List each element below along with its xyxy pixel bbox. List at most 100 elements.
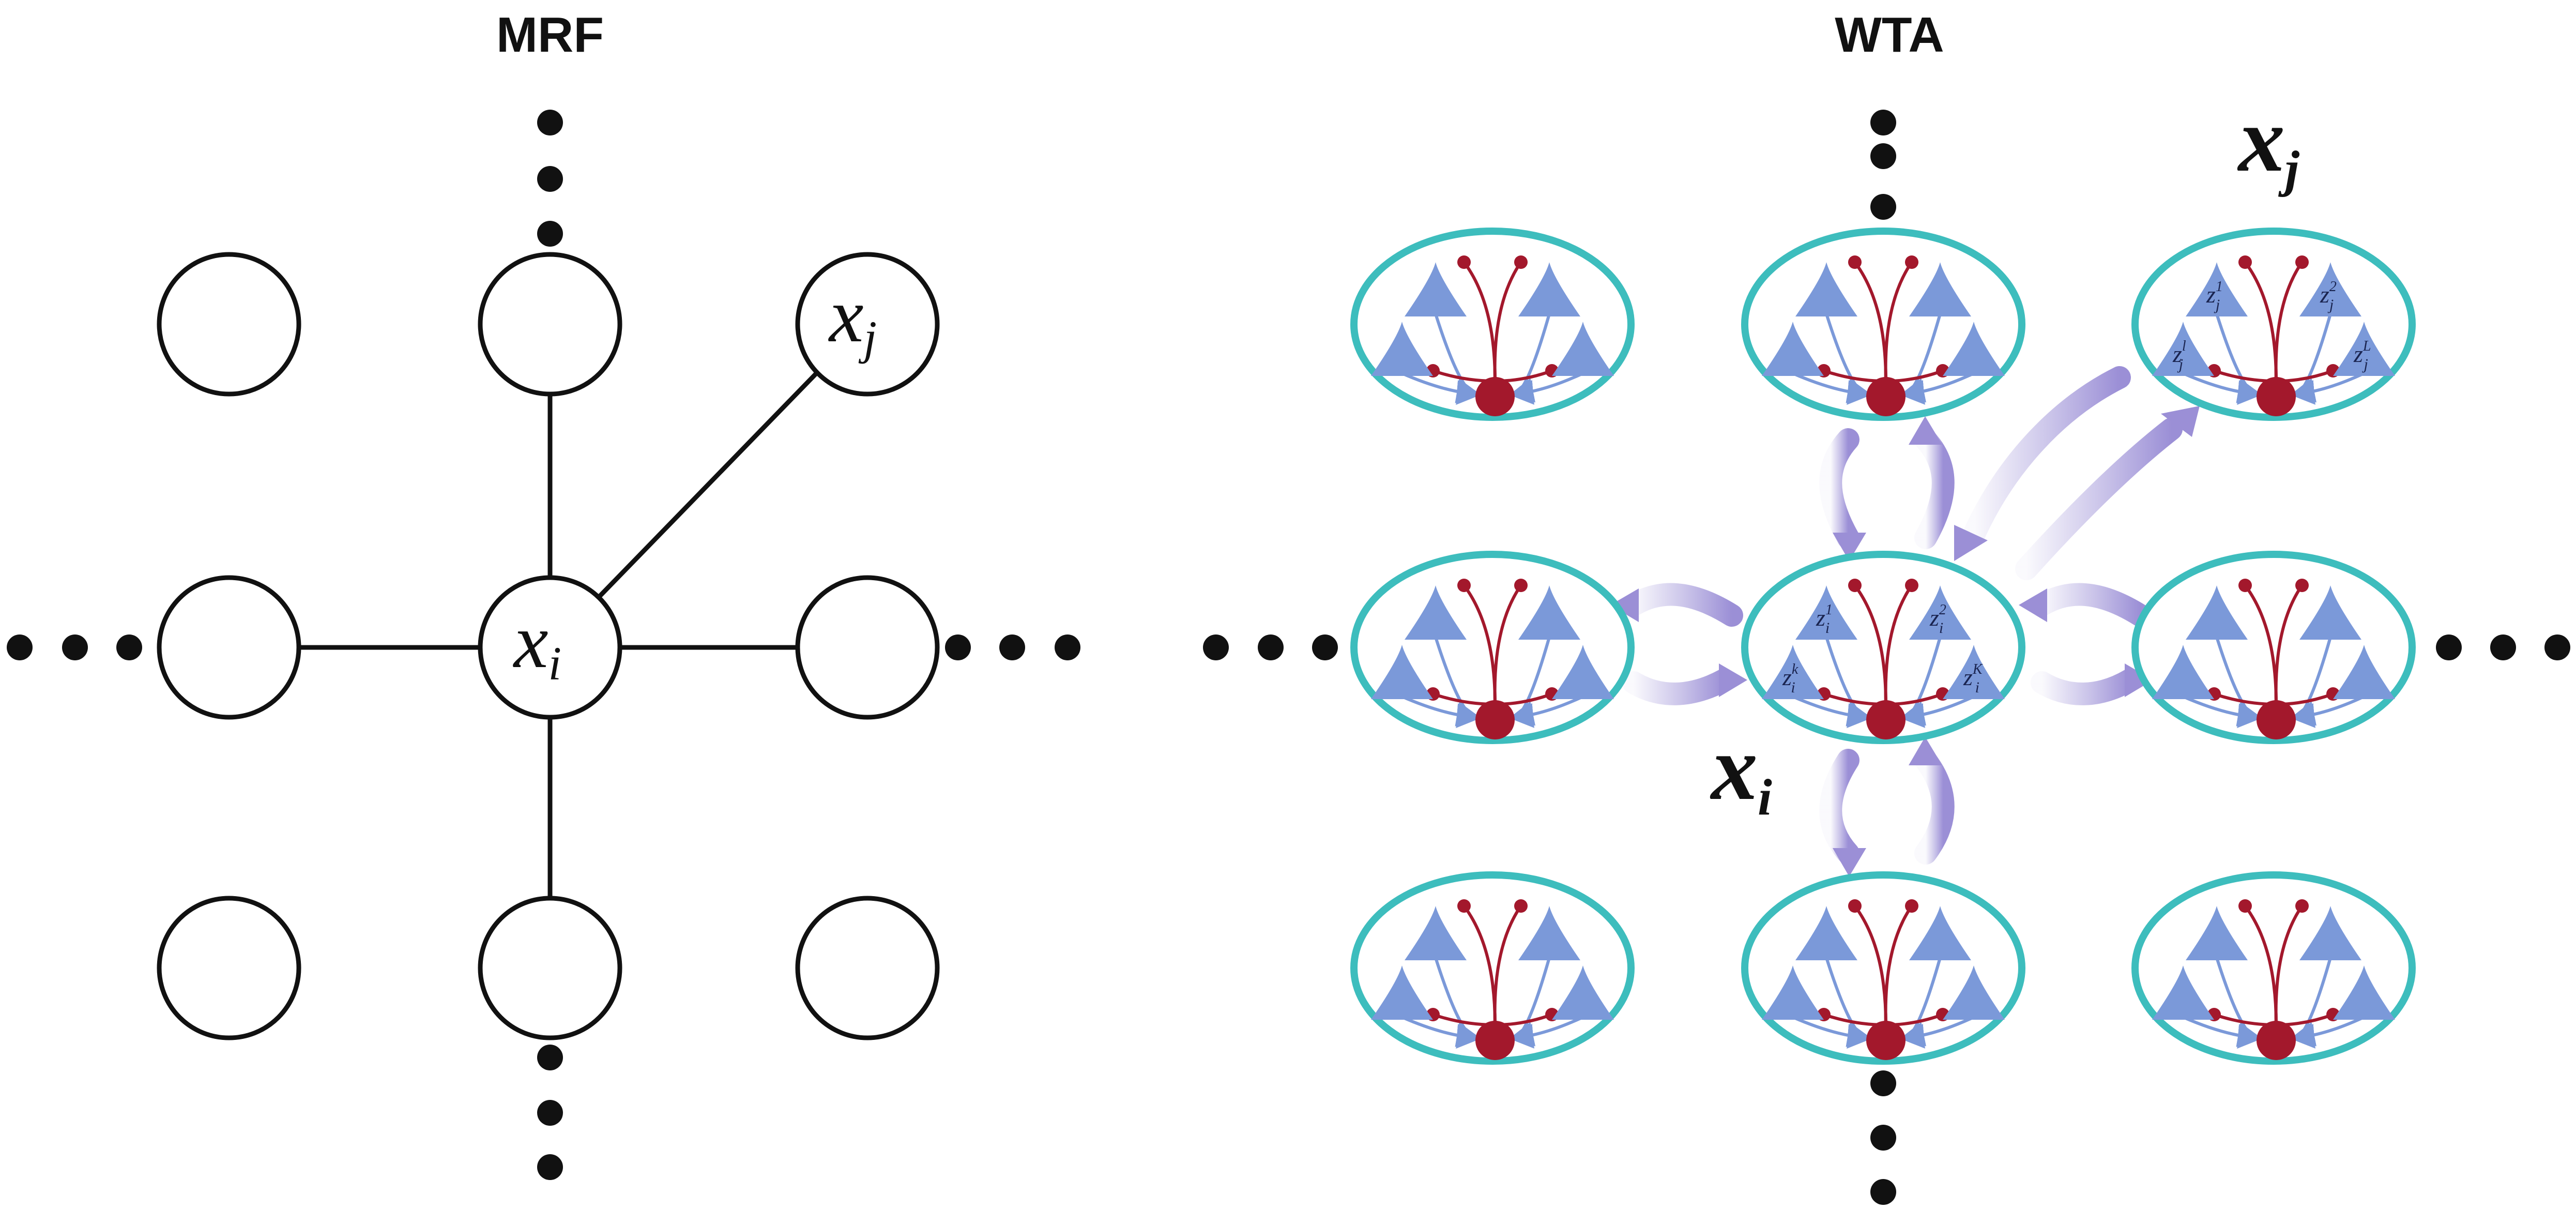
inhibitory-synapse <box>2274 905 2304 1025</box>
mrf-node-bottom <box>478 896 622 1040</box>
wta-circuit-r2-c1 <box>1350 551 1635 744</box>
wta-coupling-arrows <box>1610 366 2200 877</box>
mrf-label-xj: xj <box>828 273 877 364</box>
mrf-node-bottom-left <box>157 896 301 1040</box>
inhibitory-synapse-terminal <box>1848 255 1862 269</box>
excitatory-synapse <box>1401 1016 1482 1049</box>
mrf-node-xi <box>478 575 622 720</box>
excitatory-unit <box>2333 645 2395 699</box>
inhibitory-synapse-terminal <box>1514 579 1528 592</box>
excitatory-synapse <box>1792 372 1872 405</box>
mrf-edges <box>299 369 820 898</box>
wta-label-xj: xj <box>2237 88 2300 198</box>
mrf-edge-diagonal <box>597 369 820 599</box>
wta-circuit-r3-c2 <box>1741 871 2025 1065</box>
excitatory-unit <box>2333 322 2395 376</box>
coupling-arrow-top-down <box>1819 428 1859 549</box>
excitatory-synapse <box>1508 695 1584 728</box>
excitatory-unit <box>1762 322 1824 376</box>
inhibitory-synapse-terminal <box>2295 579 2309 592</box>
inhibitory-unit <box>1475 1021 1515 1060</box>
excitatory-unit <box>1405 262 1467 316</box>
excitatory-unit <box>1762 645 1824 699</box>
coupling-arrow-diag-out <box>2015 418 2183 580</box>
inhibitory-unit <box>1475 700 1515 739</box>
excitatory-unit <box>1762 965 1824 1020</box>
excitatory-unit <box>1943 645 2005 699</box>
inhibitory-unit <box>1475 377 1515 416</box>
inhibitory-synapse <box>1884 584 1913 705</box>
inhibitory-synapse-terminal <box>2238 579 2252 592</box>
excitatory-unit <box>2186 585 2248 640</box>
mrf-label-xi: xi <box>513 598 561 690</box>
excitatory-unit <box>2299 906 2361 960</box>
excitatory-synapse <box>2182 372 2263 405</box>
excitatory-unit <box>2152 645 2214 699</box>
coupling-arrow-diag-in <box>1963 366 2131 544</box>
mrf-node-left <box>157 575 301 720</box>
wta-label-xi: xi <box>1710 716 1772 826</box>
excitatory-unit <box>1795 906 1857 960</box>
wta-title: WTA <box>1835 7 1944 63</box>
mrf-node-top-left <box>157 252 301 397</box>
excitatory-synapse <box>1508 1016 1584 1049</box>
inhibitory-synapse-terminal <box>1457 899 1471 913</box>
excitatory-unit <box>1909 585 1971 640</box>
inhibitory-unit <box>1866 377 1906 416</box>
excitatory-unit <box>1795 585 1857 640</box>
excitatory-synapse <box>2182 1016 2263 1049</box>
mrf-node-bottom-right <box>795 896 940 1040</box>
inhibitory-unit <box>1866 700 1906 739</box>
inhibitory-synapse-terminal <box>1457 579 1471 592</box>
coupling-arrow-bottom-up <box>1914 749 1955 865</box>
excitatory-unit <box>1909 262 1971 316</box>
inhibitory-synapse <box>2274 584 2304 705</box>
inhibitory-synapse-terminal <box>2238 899 2252 913</box>
inhibitory-synapse-terminal <box>1905 255 1918 269</box>
inhibitory-synapse <box>1493 584 1522 705</box>
wta-circuit-r1-c2 <box>1741 228 2025 421</box>
excitatory-synapse <box>1792 695 1872 729</box>
excitatory-synapse <box>1792 1016 1872 1049</box>
excitatory-synapse <box>1508 372 1584 405</box>
mrf-node-top <box>478 252 622 397</box>
excitatory-unit <box>2186 906 2248 960</box>
excitatory-synapse <box>1899 372 1975 405</box>
excitatory-unit <box>2186 262 2248 316</box>
excitatory-synapse <box>2290 372 2365 405</box>
inhibitory-unit <box>2257 1021 2296 1060</box>
inhibitory-synapse <box>1884 905 1913 1025</box>
excitatory-unit <box>1552 322 1614 376</box>
wta-ellipsis-dots <box>1203 110 2570 1205</box>
excitatory-synapse <box>1401 372 1482 405</box>
excitatory-unit <box>2299 585 2361 640</box>
inhibitory-synapse-terminal <box>1905 579 1918 592</box>
wta-circuit-r3-c3 <box>2131 871 2416 1065</box>
excitatory-unit <box>1518 906 1580 960</box>
inhibitory-synapse-terminal <box>1905 899 1918 913</box>
excitatory-synapse <box>2290 1016 2365 1049</box>
excitatory-unit <box>1405 585 1467 640</box>
wta-panel: WTA <box>1203 7 2570 1205</box>
inhibitory-synapse <box>1493 905 1522 1025</box>
excitatory-unit <box>2152 322 2214 376</box>
excitatory-unit <box>1943 965 2005 1020</box>
excitatory-synapse <box>2182 695 2263 729</box>
wta-circuit-r3-c1 <box>1350 871 1635 1065</box>
excitatory-unit <box>1518 262 1580 316</box>
inhibitory-synapse <box>2274 261 2304 382</box>
mrf-node-xj <box>795 252 940 397</box>
excitatory-unit <box>1795 262 1857 316</box>
mrf-node-right <box>795 575 940 720</box>
wta-circuit-r2-c3 <box>2131 551 2416 744</box>
excitatory-synapse <box>1899 695 1975 728</box>
inhibitory-synapse <box>1884 261 1913 382</box>
excitatory-synapse <box>1401 695 1482 729</box>
